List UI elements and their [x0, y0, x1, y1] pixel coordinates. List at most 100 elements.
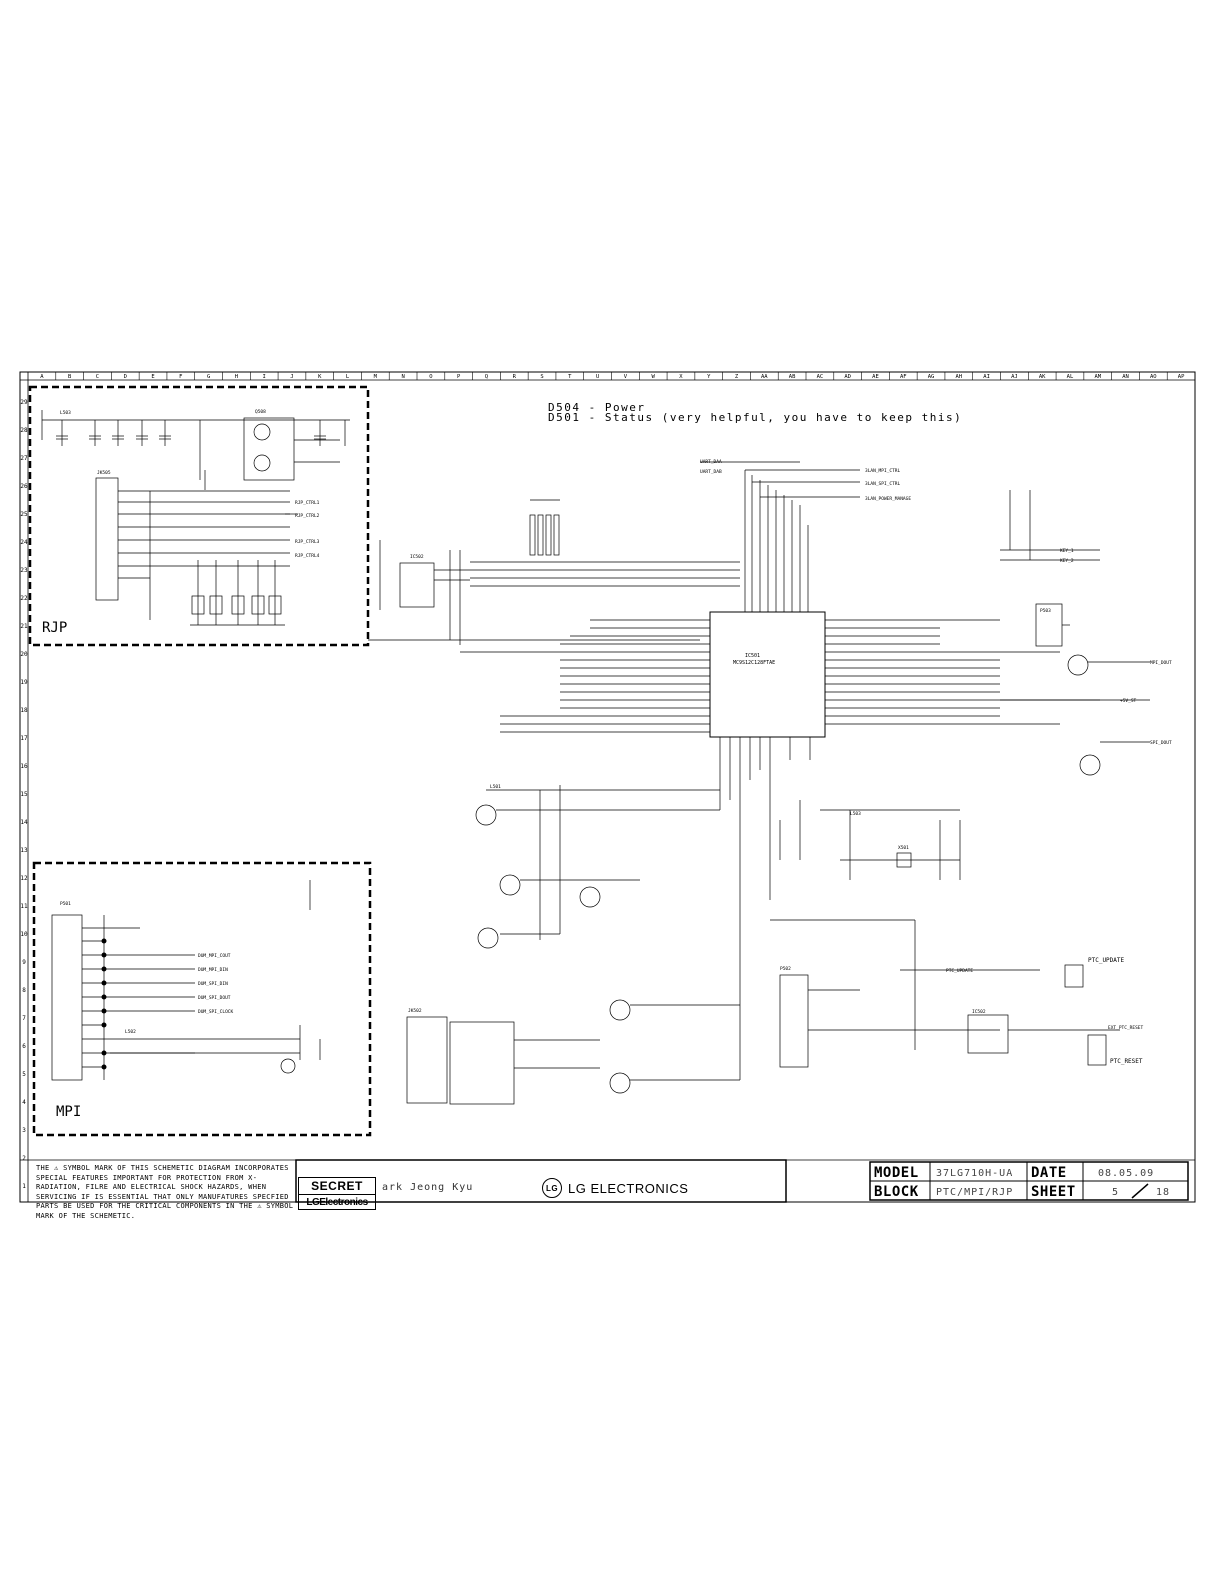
svg-text:P502: P502	[780, 966, 791, 972]
row-label: 29	[20, 399, 28, 406]
svg-text:PTC_RESET: PTC_RESET	[1110, 1058, 1143, 1065]
central-labels: IC501 MC9S12C128FTAE UART_DAA UART_DAB 3…	[408, 459, 1172, 1065]
row-label: 7	[22, 1015, 26, 1022]
sheet-label: SHEET	[1031, 1184, 1076, 1200]
row-label: 25	[20, 511, 28, 518]
column-label: AM	[1094, 374, 1101, 380]
row-label: 27	[20, 455, 28, 462]
column-label: AD	[844, 374, 851, 380]
column-label: R	[513, 374, 517, 380]
column-label: V	[624, 374, 628, 380]
svg-text:L503: L503	[850, 811, 861, 817]
column-label: Y	[707, 374, 711, 380]
column-label: O	[429, 374, 432, 380]
row-label: 20	[20, 651, 28, 658]
sheet-number: 5	[1112, 1187, 1120, 1198]
svg-text:JK502: JK502	[408, 1008, 422, 1014]
row-label: 14	[20, 819, 28, 826]
row-label: 6	[22, 1043, 26, 1050]
column-label: AI	[983, 374, 990, 380]
svg-text:X501: X501	[898, 845, 909, 851]
row-label: 17	[20, 735, 28, 742]
row-label: 2	[22, 1155, 26, 1162]
row-label: 21	[20, 623, 28, 630]
column-label: S	[540, 374, 543, 380]
svg-text:RJP_CTRL2: RJP_CTRL2	[295, 513, 320, 519]
company-logo: LG LG ELECTRONICS	[542, 1178, 688, 1198]
column-label: D	[124, 374, 127, 380]
svg-text:MC9S12C128FTAE: MC9S12C128FTAE	[733, 660, 775, 666]
row-label: 8	[22, 987, 26, 994]
row-label: 11	[20, 903, 28, 910]
row-label: 18	[20, 707, 28, 714]
lg-logo-icon: LG	[542, 1178, 562, 1198]
column-label: AL	[1067, 374, 1074, 380]
column-label: AF	[900, 374, 907, 380]
block-label: BLOCK	[874, 1184, 919, 1200]
svg-text:RJP_CTRL4: RJP_CTRL4	[295, 553, 320, 559]
row-label: 1	[22, 1183, 26, 1190]
row-label: 16	[20, 763, 28, 770]
svg-text:UART_DAA: UART_DAA	[700, 459, 722, 465]
svg-text:KEY_2: KEY_2	[1060, 558, 1074, 564]
svg-text:P503: P503	[1040, 608, 1051, 614]
column-label: AH	[956, 374, 963, 380]
row-label: 4	[22, 1099, 26, 1106]
row-label: 13	[20, 847, 28, 854]
column-label: M	[374, 374, 378, 380]
mpi-circuit	[51, 880, 321, 1081]
annotation-power: D504 - Power	[548, 401, 645, 414]
column-label: L	[346, 374, 350, 380]
svg-text:MPI_DOUT: MPI_DOUT	[1150, 660, 1172, 666]
column-label: AK	[1039, 374, 1046, 380]
sheet-frame	[19, 371, 1196, 1203]
row-ruler: 2928272625242322212019181716151413121110…	[20, 399, 28, 1190]
svg-text:DUM_SPI_CLOCK: DUM_SPI_CLOCK	[198, 1009, 234, 1015]
title-block-frame	[20, 1159, 1195, 1203]
svg-text:3LAN_SPI_CTRL: 3LAN_SPI_CTRL	[865, 481, 901, 487]
annotation-status: D501 - Status (very helpful, you have to…	[548, 411, 962, 424]
svg-text:PTC_UPDATE: PTC_UPDATE	[1088, 957, 1125, 964]
column-label: AO	[1150, 374, 1157, 380]
svg-text:PTC_UPDATE: PTC_UPDATE	[946, 968, 973, 974]
row-label: 15	[20, 791, 28, 798]
row-label: 24	[20, 539, 28, 546]
safety-notice: THE ⚠ SYMBOL MARK OF THIS SCHEMETIC DIAG…	[36, 1164, 294, 1220]
company-small-box: LGElectronics	[298, 1194, 376, 1210]
column-label: I	[263, 374, 266, 380]
column-label: AG	[928, 374, 935, 380]
svg-text:RJP_CTRL3: RJP_CTRL3	[295, 539, 320, 545]
mpi-labels: P501 DUM_MPI_COUT DUM_MPI_DIN DUM_SPI_DI…	[60, 901, 234, 1035]
rjp-block-label: RJP	[42, 620, 67, 636]
svg-text:Q508: Q508	[255, 409, 266, 415]
svg-text:IC502: IC502	[972, 1009, 986, 1015]
company-name: LG ELECTRONICS	[568, 1180, 689, 1196]
svg-text:JK505: JK505	[97, 470, 111, 476]
svg-text:DUM_SPI_DOUT: DUM_SPI_DOUT	[198, 995, 231, 1001]
column-label: AC	[817, 374, 824, 380]
row-label: 22	[20, 595, 28, 602]
column-label: H	[235, 374, 238, 380]
column-label: AB	[789, 374, 796, 380]
column-label: N	[401, 374, 404, 380]
column-label: U	[596, 374, 599, 380]
rjp-circuit	[41, 410, 350, 626]
svg-text:P501: P501	[60, 901, 71, 907]
column-label: AJ	[1011, 374, 1018, 380]
row-label: 5	[22, 1071, 26, 1078]
column-label: A	[40, 374, 44, 380]
column-label: W	[652, 374, 656, 380]
column-label: P	[457, 374, 461, 380]
svg-text:3LAN_POWER_MANAGE: 3LAN_POWER_MANAGE	[865, 496, 911, 502]
block-value: PTC/MPI/RJP	[936, 1187, 1014, 1198]
column-label: E	[151, 374, 154, 380]
column-label: AE	[872, 374, 879, 380]
sheet-total: 18	[1156, 1187, 1171, 1198]
svg-text:EXT_PTC_RESET: EXT_PTC_RESET	[1108, 1025, 1144, 1031]
svg-text:RJP_CTRL1: RJP_CTRL1	[295, 500, 320, 506]
rjp-labels: L503 Q508 JK505 RJP_CTRL1 RJP_CTRL2 RJP_…	[60, 409, 320, 559]
svg-text:+5V_ST: +5V_ST	[1120, 698, 1137, 704]
mpi-block-border	[32, 861, 372, 1137]
